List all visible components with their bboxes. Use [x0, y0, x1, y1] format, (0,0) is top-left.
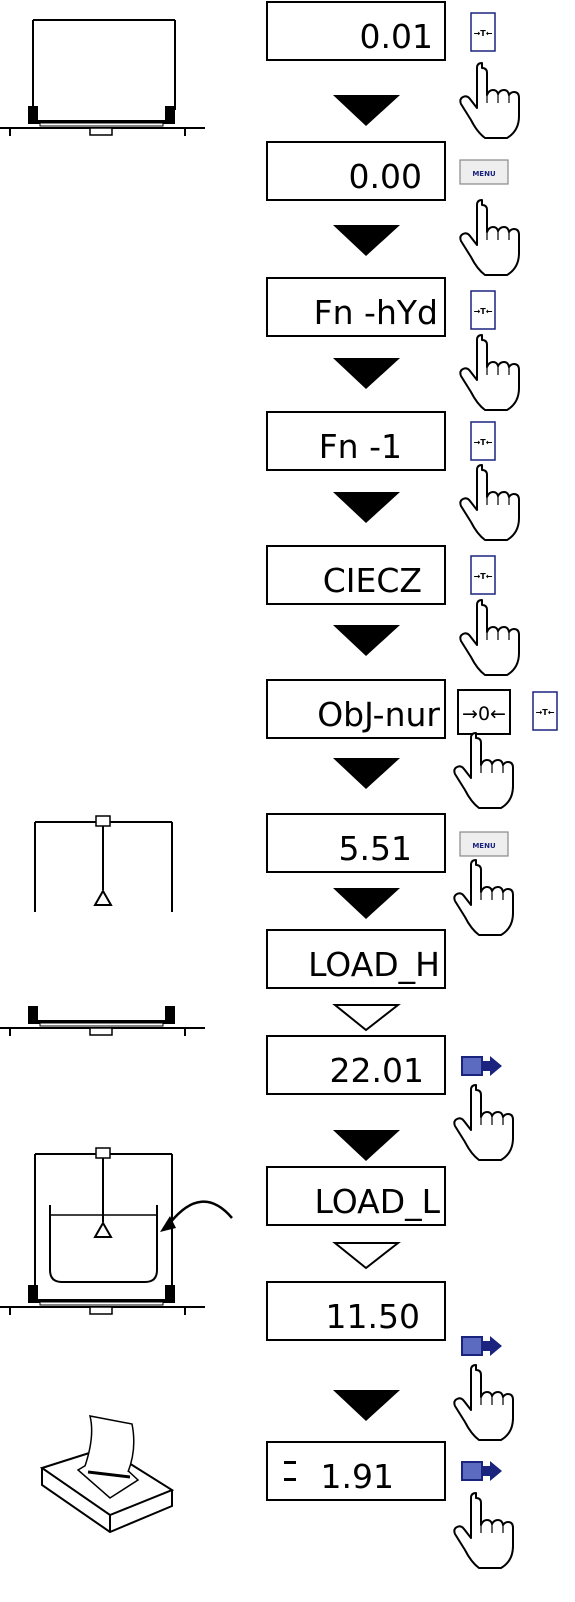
tare-key-icon[interactable]: →T←: [470, 421, 496, 461]
pointing-hand-icon: [453, 1364, 514, 1441]
key-label: →T←: [474, 29, 493, 38]
key-label: →T←: [536, 708, 555, 717]
menu-key-icon[interactable]: MENU: [459, 831, 509, 857]
hanging-weight-scale-illustration: [0, 815, 206, 1037]
tare-key-icon[interactable]: →T←: [532, 691, 558, 731]
arrow-down-icon: [333, 758, 400, 789]
key-label: MENU: [472, 170, 496, 178]
display-text: LOAD_H: [308, 945, 440, 984]
display-text: 0.01: [360, 17, 433, 56]
tare-key-icon[interactable]: →T←: [470, 12, 496, 52]
display-text: 1.91: [321, 1457, 394, 1496]
display-step-1: 0.01: [266, 1, 446, 61]
key-label: →0←: [462, 703, 506, 725]
tare-key-icon[interactable]: →T←: [470, 555, 496, 595]
arrow-down-icon: [333, 95, 400, 126]
display-text: Fn -1: [319, 427, 402, 466]
print-key-icon[interactable]: [461, 1056, 502, 1076]
arrow-down-outline-icon: [332, 1004, 401, 1032]
pointing-hand-icon: [453, 859, 514, 936]
display-step-6: ObJ-nur: [266, 679, 446, 739]
arrow-down-icon: [333, 358, 400, 389]
display-text: LOAD_L: [315, 1182, 441, 1221]
display-step-12: 1.91: [266, 1441, 446, 1501]
flow-arrows: [332, 95, 401, 1421]
arrow-down-icon: [333, 1390, 400, 1421]
display-text: Fn -hYd: [314, 293, 438, 332]
display-sequence: 0.01 0.00 Fn -hYd Fn -1 CIECZ ObJ-nur 5.…: [266, 1, 446, 1501]
pointing-hand-icon: [459, 464, 520, 541]
key-label: →T←: [474, 438, 493, 447]
display-text: 22.01: [330, 1051, 424, 1090]
arrow-down-icon: [333, 888, 400, 919]
minus-sign-icon: [284, 1461, 296, 1481]
zero-key-icon[interactable]: →0←: [457, 689, 511, 735]
arrow-down-icon: [333, 225, 400, 256]
key-label: →T←: [474, 307, 493, 316]
display-text: 0.00: [349, 157, 422, 196]
arrow-down-icon: [333, 1130, 400, 1161]
display-step-8: LOAD_H: [266, 929, 446, 989]
display-step-10: LOAD_L: [266, 1166, 446, 1226]
weight-in-liquid-scale-illustration: [0, 1147, 233, 1316]
empty-scale-illustration: [0, 19, 206, 137]
display-text: CIECZ: [323, 561, 422, 600]
display-step-7: 5.51: [266, 813, 446, 873]
pointing-hand-icon: [453, 1492, 514, 1569]
display-step-2: 0.00: [266, 141, 446, 201]
print-key-icon[interactable]: [461, 1336, 502, 1356]
display-text: ObJ-nur: [317, 695, 440, 734]
tare-key-icon[interactable]: →T←: [470, 290, 496, 330]
display-step-5: CIECZ: [266, 545, 446, 605]
pointing-hand-icon: [453, 1084, 514, 1161]
display-step-9: 22.01: [266, 1035, 446, 1095]
pointing-hand-icon: [453, 732, 514, 809]
display-step-3: Fn -hYd: [266, 277, 446, 337]
key-label: →T←: [474, 572, 493, 581]
printer-illustration: [39, 1415, 175, 1534]
key-label: MENU: [472, 842, 496, 850]
pointing-hand-icon: [459, 599, 520, 676]
display-step-4: Fn -1: [266, 411, 446, 471]
pointing-hand-icon: [459, 62, 520, 139]
arrow-down-icon: [333, 492, 400, 523]
display-text: 11.50: [326, 1297, 420, 1336]
arrow-down-outline-icon: [332, 1242, 401, 1270]
display-step-11: 11.50: [266, 1281, 446, 1341]
pointing-hand-icon: [459, 334, 520, 411]
arrow-down-icon: [333, 625, 400, 656]
display-text: 5.51: [339, 829, 412, 868]
print-key-icon[interactable]: [461, 1461, 502, 1481]
key-icons: →T← MENU →T← →T← →T← →0← →T← MENU: [457, 12, 558, 1481]
menu-key-icon[interactable]: MENU: [459, 159, 509, 185]
pointing-hand-icon: [459, 199, 520, 276]
